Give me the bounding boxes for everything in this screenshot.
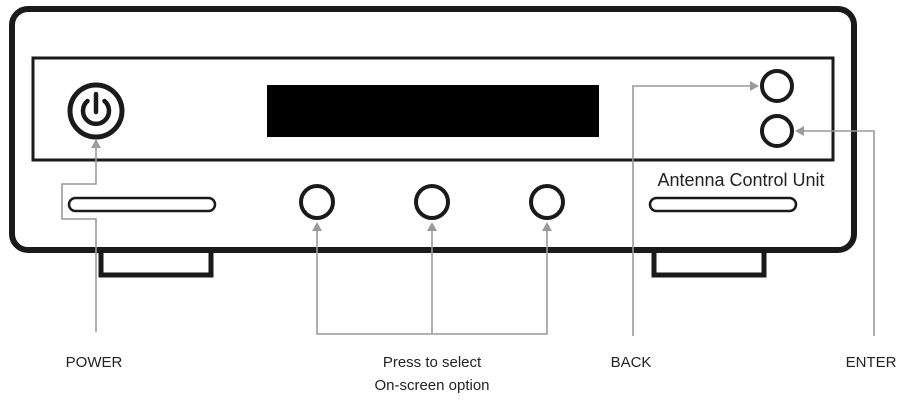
enter-button[interactable] xyxy=(760,114,794,148)
enter-arrowhead xyxy=(795,126,804,136)
back-leader-line xyxy=(632,85,757,336)
enter-label: ENTER xyxy=(846,354,897,371)
softkey-button-2[interactable] xyxy=(414,184,450,220)
power-label: POWER xyxy=(66,354,123,371)
left-slot xyxy=(67,196,217,213)
softkey-1-arrowhead xyxy=(312,222,322,231)
softkey-button-3[interactable] xyxy=(529,184,565,220)
display-screen xyxy=(267,85,599,137)
back-label: BACK xyxy=(611,354,652,371)
softkey-2-arrowhead xyxy=(427,222,437,231)
select-label-line1: Press to select xyxy=(383,354,482,371)
power-leader-line xyxy=(61,140,97,332)
back-button[interactable] xyxy=(760,69,794,103)
softkey-3-arrowhead xyxy=(542,222,552,231)
enter-leader-line xyxy=(797,130,875,336)
back-arrowhead xyxy=(750,81,759,91)
select-label-line2: On-screen option xyxy=(374,377,489,394)
softkey-button-1[interactable] xyxy=(299,184,335,220)
power-button[interactable] xyxy=(67,82,125,140)
power-icon xyxy=(80,91,112,127)
model-label: Antenna Control Unit xyxy=(657,170,824,190)
power-arrowhead xyxy=(91,139,101,148)
right-slot xyxy=(648,196,798,213)
softkey-leader-lines xyxy=(316,224,548,335)
